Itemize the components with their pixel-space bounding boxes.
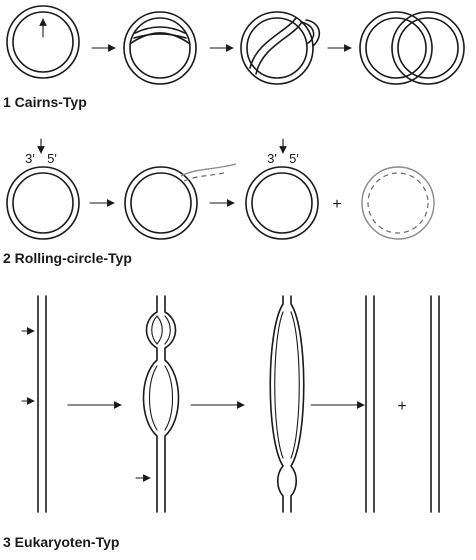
rc-rolling-tail [124,163,237,240]
rc-plasmid-nicked: 3' 5' [6,138,80,240]
rc-single-strand-circle [361,166,435,240]
cairns-daughter-plasmids [359,11,465,85]
plus-sign: + [332,196,341,213]
five-prime-label: 5' [47,151,57,166]
plus-sign: + [397,398,406,415]
rolling-circle-caption: 2 Rolling-circle-Typ [3,250,132,266]
cairns-plasmid-origin [6,5,80,79]
eukaryote-section: + 3 Eukaryoten-Typ [3,295,440,550]
rc-plasmid-regenerated: 3' 5' [245,138,319,240]
three-prime-label: 3' [25,151,35,166]
euk-fused-bubble [269,295,305,513]
five-prime-label: 5' [289,151,299,166]
euk-replication-bubbles [135,295,180,513]
euk-linear-dna [21,295,47,513]
euk-daughter-duplexes [365,295,440,513]
three-prime-label: 3' [267,151,277,166]
cairns-theta-structure [240,11,321,85]
cairns-caption: 1 Cairns-Typ [3,94,87,110]
rolling-circle-section: 3' 5' 3' 5' + 2 Rolling-circle-T [3,138,435,266]
eukaryote-caption: 3 Eukaryoten-Typ [3,534,119,550]
cairns-replication-bubble [123,11,197,85]
cairns-section: 1 Cairns-Typ [3,5,465,110]
